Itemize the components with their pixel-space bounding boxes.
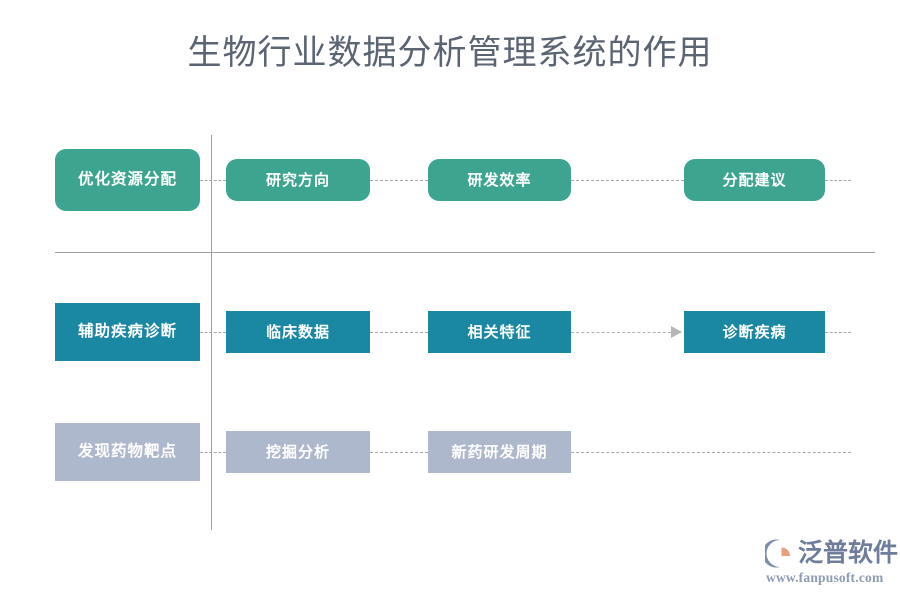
brand-logo-row: 泛普软件 (765, 538, 898, 568)
connector-row1-seg1 (200, 180, 226, 181)
connector-row3-seg3 (571, 452, 851, 453)
node-row2-step2[interactable]: 相关特征 (428, 311, 571, 353)
brand-url: www.fanpusoft.com (766, 570, 884, 585)
brand-name: 泛普软件 (798, 539, 899, 567)
connector-row2-seg2 (370, 332, 428, 333)
node-row1-lead[interactable]: 优化资源分配 (55, 149, 200, 211)
node-row1-step2[interactable]: 研发效率 (428, 159, 571, 201)
node-row3-lead[interactable]: 发现药物靶点 (55, 423, 200, 481)
connector-row2-seg4 (825, 332, 851, 333)
connector-row2-seg1 (200, 332, 226, 333)
connector-row1-seg4 (825, 180, 851, 181)
connector-row3-seg1 (200, 452, 226, 453)
arrow-head-icon-row2 (671, 326, 682, 338)
node-row1-step1[interactable]: 研究方向 (226, 159, 370, 201)
brand-logo: 泛普软件 www.fanpusoft.com (765, 538, 898, 586)
connector-row3-seg2 (370, 452, 428, 453)
node-row2-step1[interactable]: 临床数据 (226, 311, 370, 353)
arrow-line-row2 (571, 332, 671, 333)
node-row3-step1[interactable]: 挖掘分析 (226, 431, 370, 473)
fanpu-logo-icon (765, 539, 790, 567)
page-title: 生物行业数据分析管理系统的作用 (187, 35, 713, 72)
node-row1-step3[interactable]: 分配建议 (684, 159, 825, 201)
node-row3-step2[interactable]: 新药研发周期 (428, 431, 571, 473)
node-row2-lead[interactable]: 辅助疾病诊断 (55, 303, 200, 361)
connector-row1-seg2 (370, 180, 428, 181)
connector-row1-seg3 (571, 180, 684, 181)
node-row2-step3[interactable]: 诊断疾病 (684, 311, 825, 353)
horizontal-divider-line (55, 252, 875, 253)
